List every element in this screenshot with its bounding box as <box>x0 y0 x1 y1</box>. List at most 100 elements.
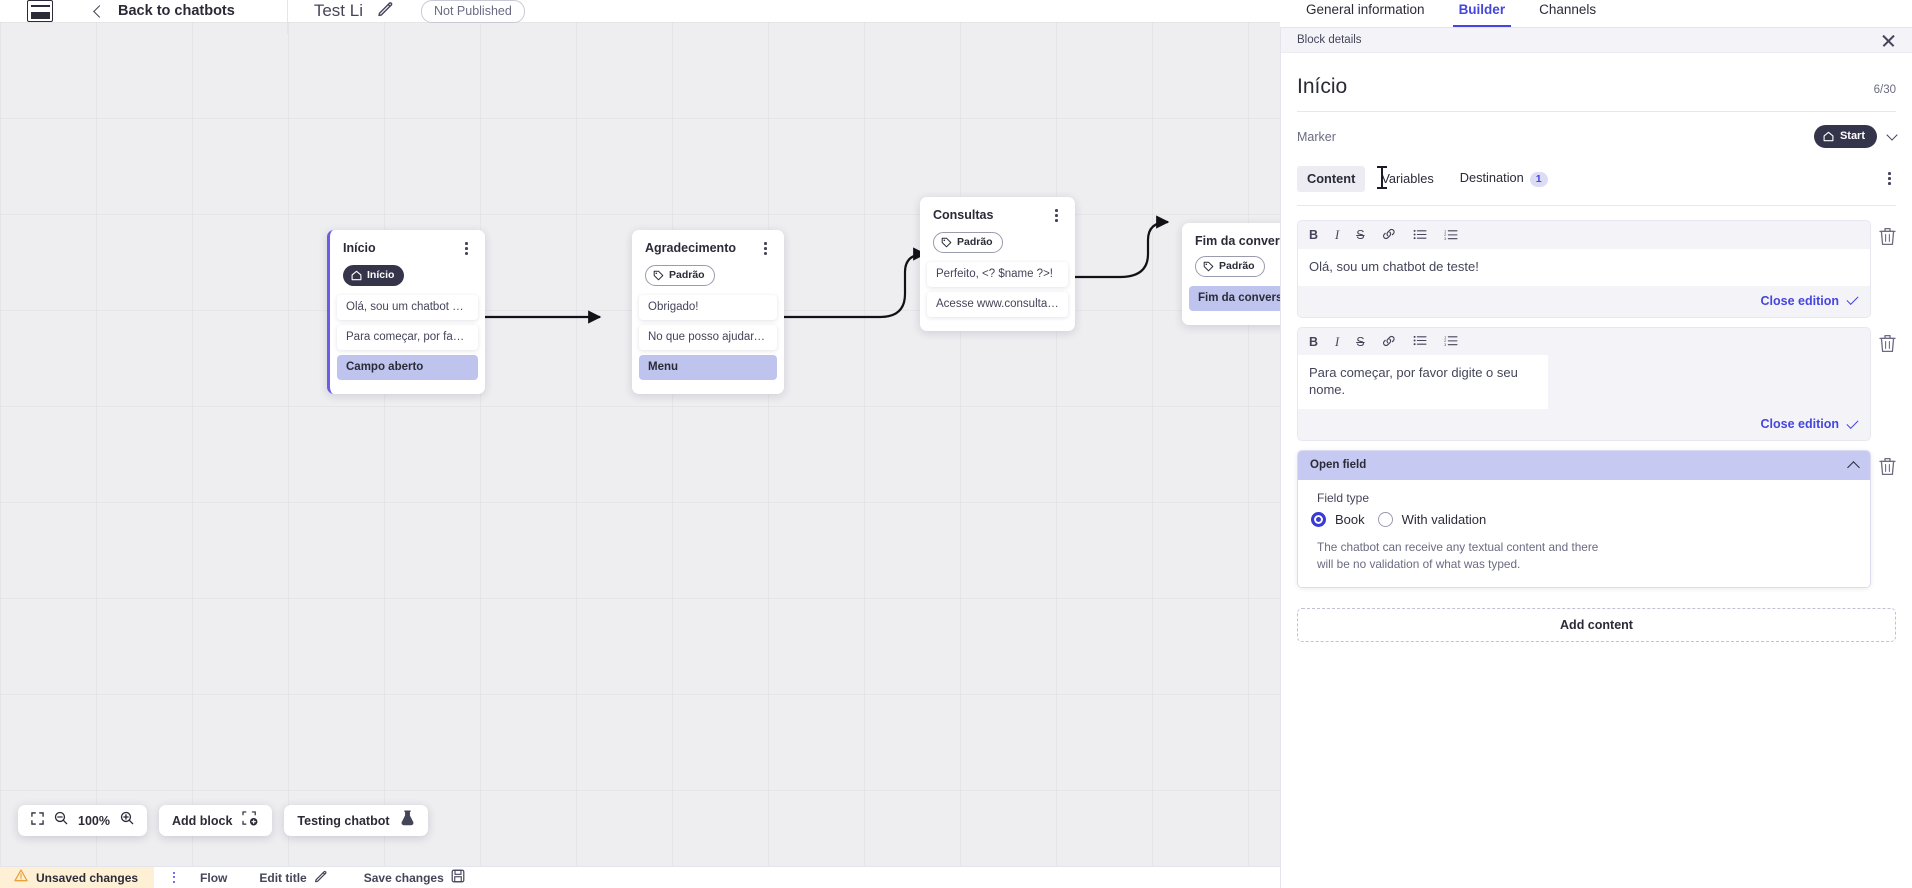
status-more-button[interactable] <box>168 871 180 885</box>
flow-node-consultas[interactable]: Consultas Padrão Perfeito, <? $name ?>! … <box>920 197 1075 331</box>
edit-title-label: Edit title <box>259 870 307 885</box>
close-edition-row[interactable]: Close edition <box>1298 409 1870 441</box>
bold-icon[interactable]: B <box>1309 334 1319 349</box>
trash-icon[interactable] <box>1879 334 1896 353</box>
close-edition-label: Close edition <box>1760 417 1839 432</box>
zoom-level: 100% <box>78 813 110 828</box>
back-chevron-icon[interactable] <box>93 4 106 18</box>
flow-node-agradecimento[interactable]: Agradecimento Padrão Obrigado! No que po… <box>632 230 784 394</box>
strikethrough-icon[interactable]: S <box>1356 334 1365 349</box>
node-rows: Obrigado! No que posso ajudar, <? $name … <box>632 295 784 380</box>
node-title: Início <box>343 241 376 255</box>
flow-node-fim-da-conversa[interactable]: Fim da conversa Padrão Fim da conversa <box>1182 223 1281 325</box>
check-icon <box>1846 416 1859 429</box>
bold-icon[interactable]: B <box>1309 228 1319 242</box>
node-row[interactable]: Fim da conversa <box>1189 286 1281 311</box>
svg-text:2: 2 <box>1444 233 1446 237</box>
add-block-icon <box>242 810 259 831</box>
bullet-list-icon[interactable] <box>1413 335 1427 349</box>
fit-screen-icon[interactable] <box>31 811 44 830</box>
radio-option-with-validation[interactable]: With validation <box>1377 512 1486 528</box>
warning-triangle-icon <box>14 868 28 887</box>
node-rows: Perfeito, <? $name ?>! Acesse www.consul… <box>920 262 1075 317</box>
edit-title-button[interactable]: Edit title <box>259 869 327 886</box>
chevron-up-icon[interactable] <box>1847 461 1860 474</box>
italic-icon[interactable]: I <box>1335 228 1340 242</box>
node-menu-button[interactable] <box>1049 208 1063 224</box>
main-tabs: General information Builder Channels <box>1280 0 1912 28</box>
radio-book-input[interactable] <box>1311 512 1326 528</box>
field-type-label: Field type <box>1317 491 1370 506</box>
flow-button[interactable]: Flow <box>200 871 227 885</box>
panel-topbar: Block details <box>1281 28 1912 53</box>
app-logo-icon[interactable] <box>27 0 53 22</box>
node-row[interactable]: Campo aberto <box>337 355 478 380</box>
flow-canvas[interactable]: Início Início Olá, sou um chatbot de tes… <box>0 22 1281 866</box>
flow-node-inicio[interactable]: Início Início Olá, sou um chatbot de tes… <box>327 230 485 394</box>
editor-text[interactable]: Para começar, por favor digite o seu nom… <box>1298 355 1548 410</box>
node-row[interactable]: Menu <box>639 355 777 380</box>
node-header: Agradecimento <box>632 241 784 257</box>
svg-text:1: 1 <box>1444 229 1446 233</box>
node-row[interactable]: Olá, sou um chatbot de teste! <box>337 295 478 320</box>
node-menu-button[interactable] <box>459 241 473 257</box>
trash-icon[interactable] <box>1879 457 1896 476</box>
editor-text[interactable]: Olá, sou um chatbot de teste! <box>1298 248 1870 286</box>
unsaved-changes-label: Unsaved changes <box>36 870 139 885</box>
close-icon[interactable] <box>1881 33 1896 48</box>
italic-icon[interactable]: I <box>1335 334 1340 349</box>
tab-variables[interactable]: Variables <box>1381 171 1434 186</box>
tab-general-information[interactable]: General information <box>1306 2 1425 17</box>
back-to-chatbots-link[interactable]: Back to chatbots <box>118 3 235 19</box>
node-marker-chip: Padrão <box>1195 256 1265 277</box>
radio-with-validation-input[interactable] <box>1377 512 1393 528</box>
open-field-card: Open field Field type Book Wi <box>1297 450 1871 588</box>
node-menu-button[interactable] <box>758 241 772 257</box>
node-row[interactable]: Acesse www.consultas.com par... <box>927 292 1068 317</box>
node-row[interactable]: Obrigado! <box>639 295 777 320</box>
marker-select[interactable]: Start <box>1813 125 1898 148</box>
marker-row: Marker Start <box>1297 112 1898 148</box>
node-row[interactable]: Para começar, por favor digite o ... <box>337 325 478 350</box>
open-field-block: Open field Field type Book Wi <box>1297 450 1896 588</box>
node-header: Início <box>330 241 485 257</box>
add-content-button[interactable]: Add content <box>1297 607 1896 642</box>
node-marker-chip: Padrão <box>933 232 1003 253</box>
zoom-in-icon[interactable] <box>120 811 134 830</box>
link-icon[interactable] <box>1382 335 1396 350</box>
chevron-down-icon[interactable] <box>1886 128 1898 141</box>
add-block-button[interactable]: Add block <box>158 805 273 836</box>
tag-icon <box>1203 261 1214 271</box>
bullet-list-icon[interactable] <box>1413 229 1427 243</box>
home-icon <box>1823 131 1834 141</box>
strikethrough-icon[interactable]: S <box>1356 228 1365 242</box>
node-header: Fim da conversa <box>1182 234 1281 248</box>
panel-separator <box>1297 205 1896 206</box>
tab-channels[interactable]: Channels <box>1539 2 1597 17</box>
tab-builder[interactable]: Builder <box>1452 0 1511 27</box>
tab-content[interactable]: Content <box>1297 166 1366 192</box>
node-row[interactable]: No que posso ajudar, <? $name ... <box>639 325 777 350</box>
radio-option-book[interactable]: Book <box>1311 512 1365 528</box>
open-field-header[interactable]: Open field <box>1298 451 1870 481</box>
close-edition-row[interactable]: Close edition <box>1298 285 1870 317</box>
save-changes-button[interactable]: Save changes <box>364 869 465 886</box>
node-row[interactable]: Perfeito, <? $name ?>! <box>927 262 1068 287</box>
node-marker-label: Início <box>367 269 395 281</box>
zoom-out-icon[interactable] <box>54 811 68 830</box>
link-icon[interactable] <box>1382 228 1396 243</box>
panel-more-button[interactable] <box>1882 171 1896 187</box>
marker-start-chip: Start <box>1813 125 1877 148</box>
svg-text:3: 3 <box>1444 343 1446 346</box>
testing-chatbot-button[interactable]: Testing chatbot <box>284 805 428 836</box>
trash-icon[interactable] <box>1879 227 1896 246</box>
pencil-icon[interactable] <box>377 0 394 22</box>
node-marker-chip: Início <box>343 265 405 286</box>
